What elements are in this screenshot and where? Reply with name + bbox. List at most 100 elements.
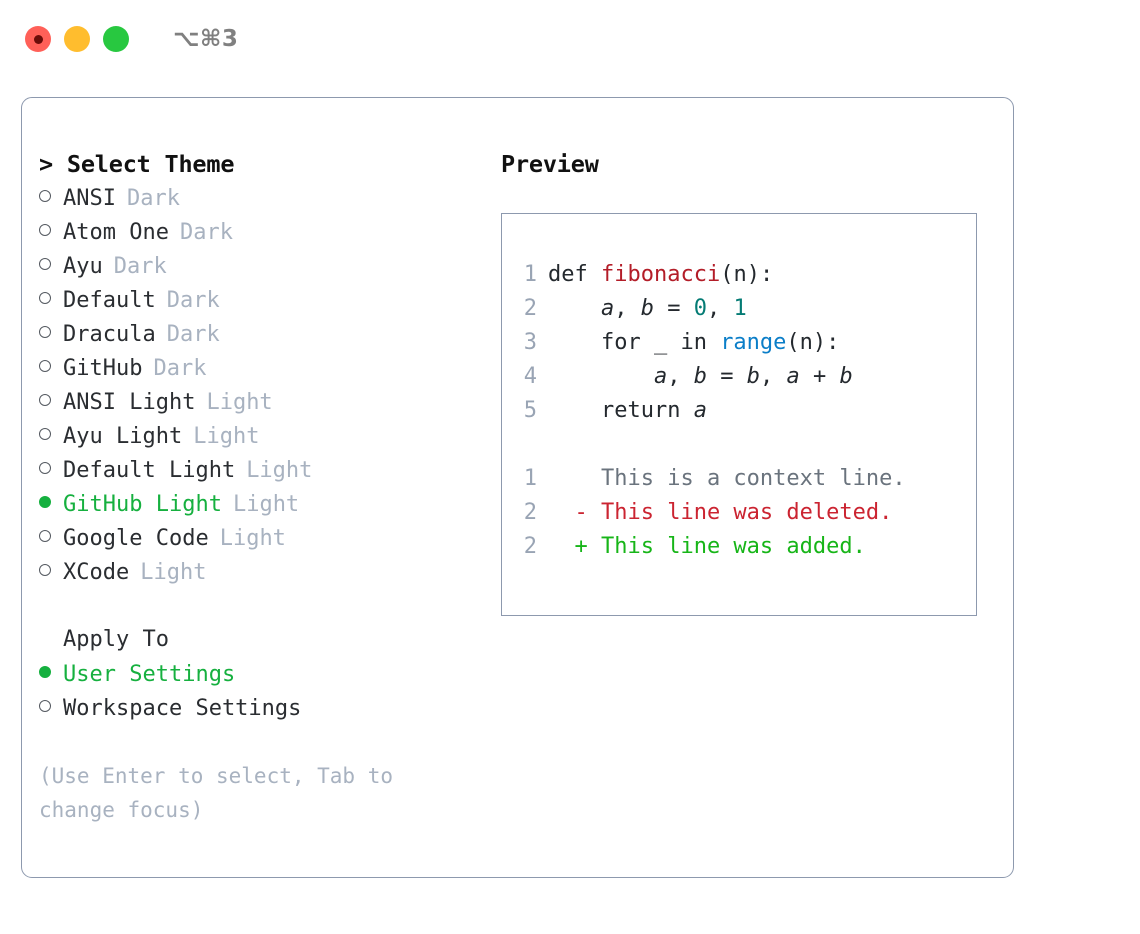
window-titlebar: ⌥⌘3 bbox=[0, 0, 1140, 78]
code-token: b bbox=[693, 364, 707, 389]
apply-to-header: Apply To bbox=[63, 627, 169, 652]
diff-line-text: This is a context line. bbox=[548, 466, 906, 491]
code-token: , bbox=[614, 296, 641, 321]
diff-sample: 1 This is a context line.2 - This line w… bbox=[502, 462, 976, 564]
code-token bbox=[548, 296, 601, 321]
theme-option-badge: Dark bbox=[166, 322, 220, 347]
diff-line-text: - This line was deleted. bbox=[548, 500, 893, 525]
diff-line-text: + This line was added. bbox=[548, 534, 866, 559]
maximize-button[interactable] bbox=[103, 26, 129, 52]
radio-unselected-icon[interactable] bbox=[39, 224, 51, 236]
theme-option-3[interactable]: Default Dark bbox=[39, 284, 489, 318]
code-token: a bbox=[693, 398, 707, 423]
radio-unselected-icon[interactable] bbox=[39, 292, 51, 304]
diff-line: 1 This is a context line. bbox=[502, 462, 976, 496]
radio-unselected-icon[interactable] bbox=[39, 530, 51, 542]
theme-option-label: Default bbox=[63, 288, 156, 313]
code-token: , bbox=[667, 364, 694, 389]
keyboard-hint-text: (Use Enter to select, Tab to change focu… bbox=[39, 764, 406, 822]
code-line: 4 a, b = b, a + b bbox=[502, 360, 976, 394]
radio-unselected-icon[interactable] bbox=[39, 462, 51, 474]
theme-option-label: Ayu bbox=[63, 254, 103, 279]
radio-unselected-icon[interactable] bbox=[39, 326, 51, 338]
radio-unselected-icon[interactable] bbox=[39, 564, 51, 576]
theme-option-badge: Dark bbox=[126, 186, 180, 211]
code-line-number: 1 bbox=[523, 262, 537, 287]
apply-to-option-1[interactable]: Workspace Settings bbox=[39, 692, 489, 726]
code-line-number: 2 bbox=[523, 296, 537, 321]
code-line-text: return a bbox=[548, 394, 707, 428]
radio-unselected-icon[interactable] bbox=[39, 394, 51, 406]
code-diff-spacer bbox=[502, 428, 976, 462]
theme-option-label: Google Code bbox=[63, 526, 209, 551]
radio-unselected-icon[interactable] bbox=[39, 360, 51, 372]
preview-header: Preview bbox=[501, 150, 599, 178]
code-token: def bbox=[548, 262, 601, 287]
code-token: (n): bbox=[720, 262, 774, 287]
theme-option-badge: Light bbox=[206, 390, 273, 415]
code-token bbox=[548, 364, 654, 389]
theme-option-badge: Dark bbox=[179, 220, 233, 245]
code-line: 1 def fibonacci(n): bbox=[502, 258, 976, 292]
theme-option-badge: Dark bbox=[113, 254, 167, 279]
theme-option-4[interactable]: Dracula Dark bbox=[39, 318, 489, 352]
code-token: return bbox=[548, 398, 694, 423]
code-line-number: 4 bbox=[523, 364, 537, 389]
theme-option-label: Atom One bbox=[63, 220, 169, 245]
theme-option-9[interactable]: GitHub Light Light bbox=[39, 488, 489, 522]
diff-line-number: 2 bbox=[523, 534, 537, 559]
theme-option-2[interactable]: Ayu Dark bbox=[39, 250, 489, 284]
code-line-text: a, b = b, a + b bbox=[548, 360, 853, 394]
radio-unselected-icon[interactable] bbox=[39, 190, 51, 202]
theme-option-label: Default Light bbox=[63, 458, 236, 483]
close-button[interactable] bbox=[25, 26, 51, 52]
keyboard-shortcut-label: ⌥⌘3 bbox=[173, 26, 239, 52]
code-token: a bbox=[786, 364, 800, 389]
theme-option-label: ANSI Light bbox=[63, 390, 196, 415]
radio-selected-icon[interactable] bbox=[39, 666, 51, 678]
radio-selected-icon[interactable] bbox=[39, 496, 51, 508]
theme-option-badge: Dark bbox=[166, 288, 220, 313]
radio-unselected-icon[interactable] bbox=[39, 700, 51, 712]
radio-unselected-icon[interactable] bbox=[39, 428, 51, 440]
theme-option-label: Ayu Light bbox=[63, 424, 183, 449]
theme-option-label: GitHub Light bbox=[63, 492, 222, 517]
code-line-text: a, b = 0, 1 bbox=[548, 292, 747, 326]
theme-option-label: Dracula bbox=[63, 322, 156, 347]
diff-line-number: 1 bbox=[523, 466, 537, 491]
theme-option-8[interactable]: Default Light Light bbox=[39, 454, 489, 488]
code-line-number: 3 bbox=[523, 330, 537, 355]
theme-option-badge: Light bbox=[246, 458, 313, 483]
theme-option-6[interactable]: ANSI Light Light bbox=[39, 386, 489, 420]
theme-option-badge: Dark bbox=[153, 356, 207, 381]
theme-option-10[interactable]: Google Code Light bbox=[39, 522, 489, 556]
radio-unselected-icon[interactable] bbox=[39, 258, 51, 270]
theme-option-badge: Light bbox=[219, 526, 286, 551]
code-token: = bbox=[653, 296, 694, 321]
apply-to-option-label: Workspace Settings bbox=[63, 696, 302, 721]
apply-to-option-0[interactable]: User Settings bbox=[39, 658, 489, 692]
code-token: a bbox=[653, 364, 668, 389]
code-line: 2 a, b = 0, 1 bbox=[502, 292, 976, 326]
code-token: b bbox=[839, 364, 853, 389]
window-controls bbox=[25, 26, 129, 52]
select-theme-header: > Select Theme bbox=[39, 150, 235, 178]
code-token: fibonacci bbox=[600, 262, 721, 287]
diff-line: 2 - This line was deleted. bbox=[502, 496, 976, 530]
code-token: 1 bbox=[733, 296, 747, 321]
code-token: (n): bbox=[786, 330, 840, 355]
theme-option-1[interactable]: Atom One Dark bbox=[39, 216, 489, 250]
minimize-button[interactable] bbox=[64, 26, 90, 52]
theme-option-badge: Light bbox=[232, 492, 300, 517]
code-token: b bbox=[640, 296, 654, 321]
